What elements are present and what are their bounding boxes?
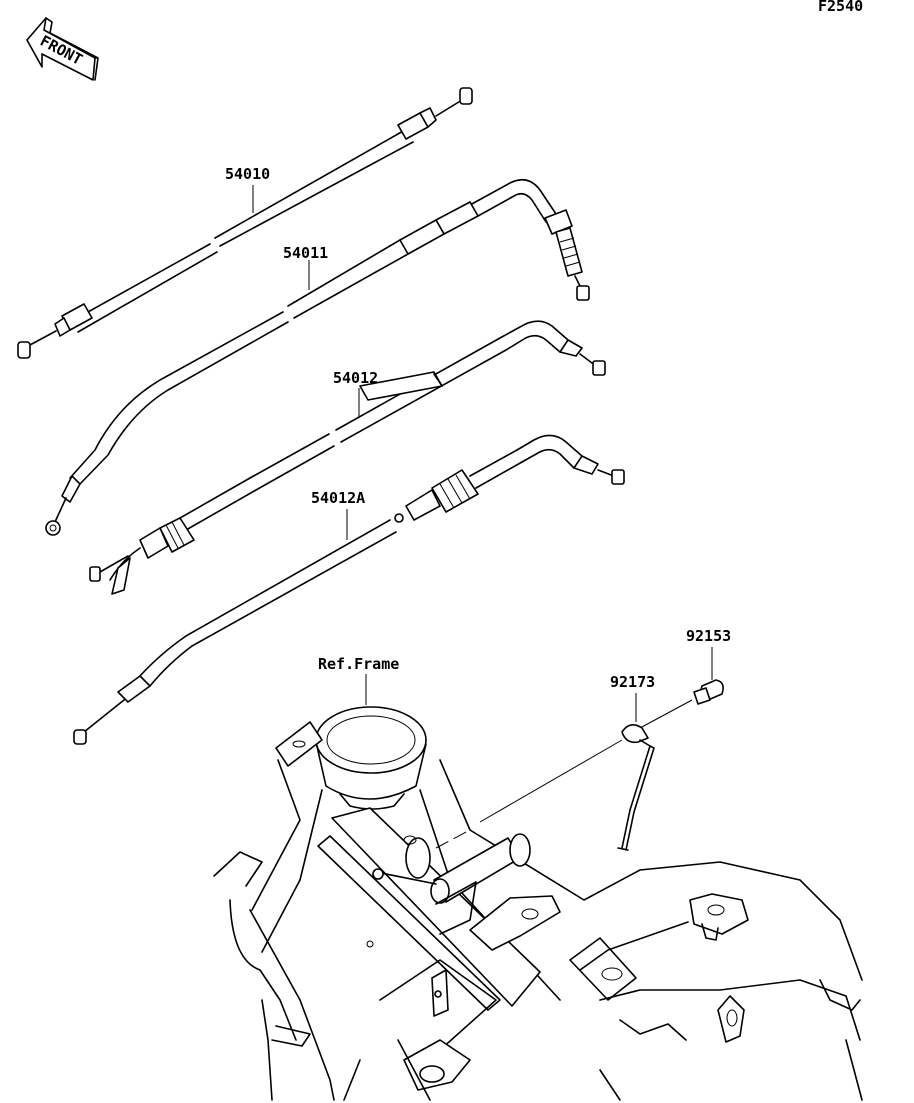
- cable-54010: [17, 87, 473, 359]
- front-arrow-icon: FRONT: [26, 17, 99, 81]
- part-54011-label: 54011: [283, 244, 328, 262]
- cable-54011: [45, 178, 590, 536]
- part-92153-label: 92153: [686, 627, 731, 645]
- ref-frame-label: Ref.Frame: [318, 655, 399, 673]
- part-54010-label: 54010: [225, 165, 270, 183]
- cable-54012: [89, 320, 606, 595]
- part-54012a-label: 54012A: [311, 489, 365, 507]
- part-92173-label: 92173: [610, 673, 655, 691]
- frame: [213, 706, 863, 1101]
- part-54012-label: 54012: [333, 369, 378, 387]
- clamp-92173: [479, 693, 655, 851]
- bolt-92153: [639, 647, 724, 729]
- cable-54012a: [73, 434, 625, 745]
- figure-code: F2540: [818, 0, 863, 15]
